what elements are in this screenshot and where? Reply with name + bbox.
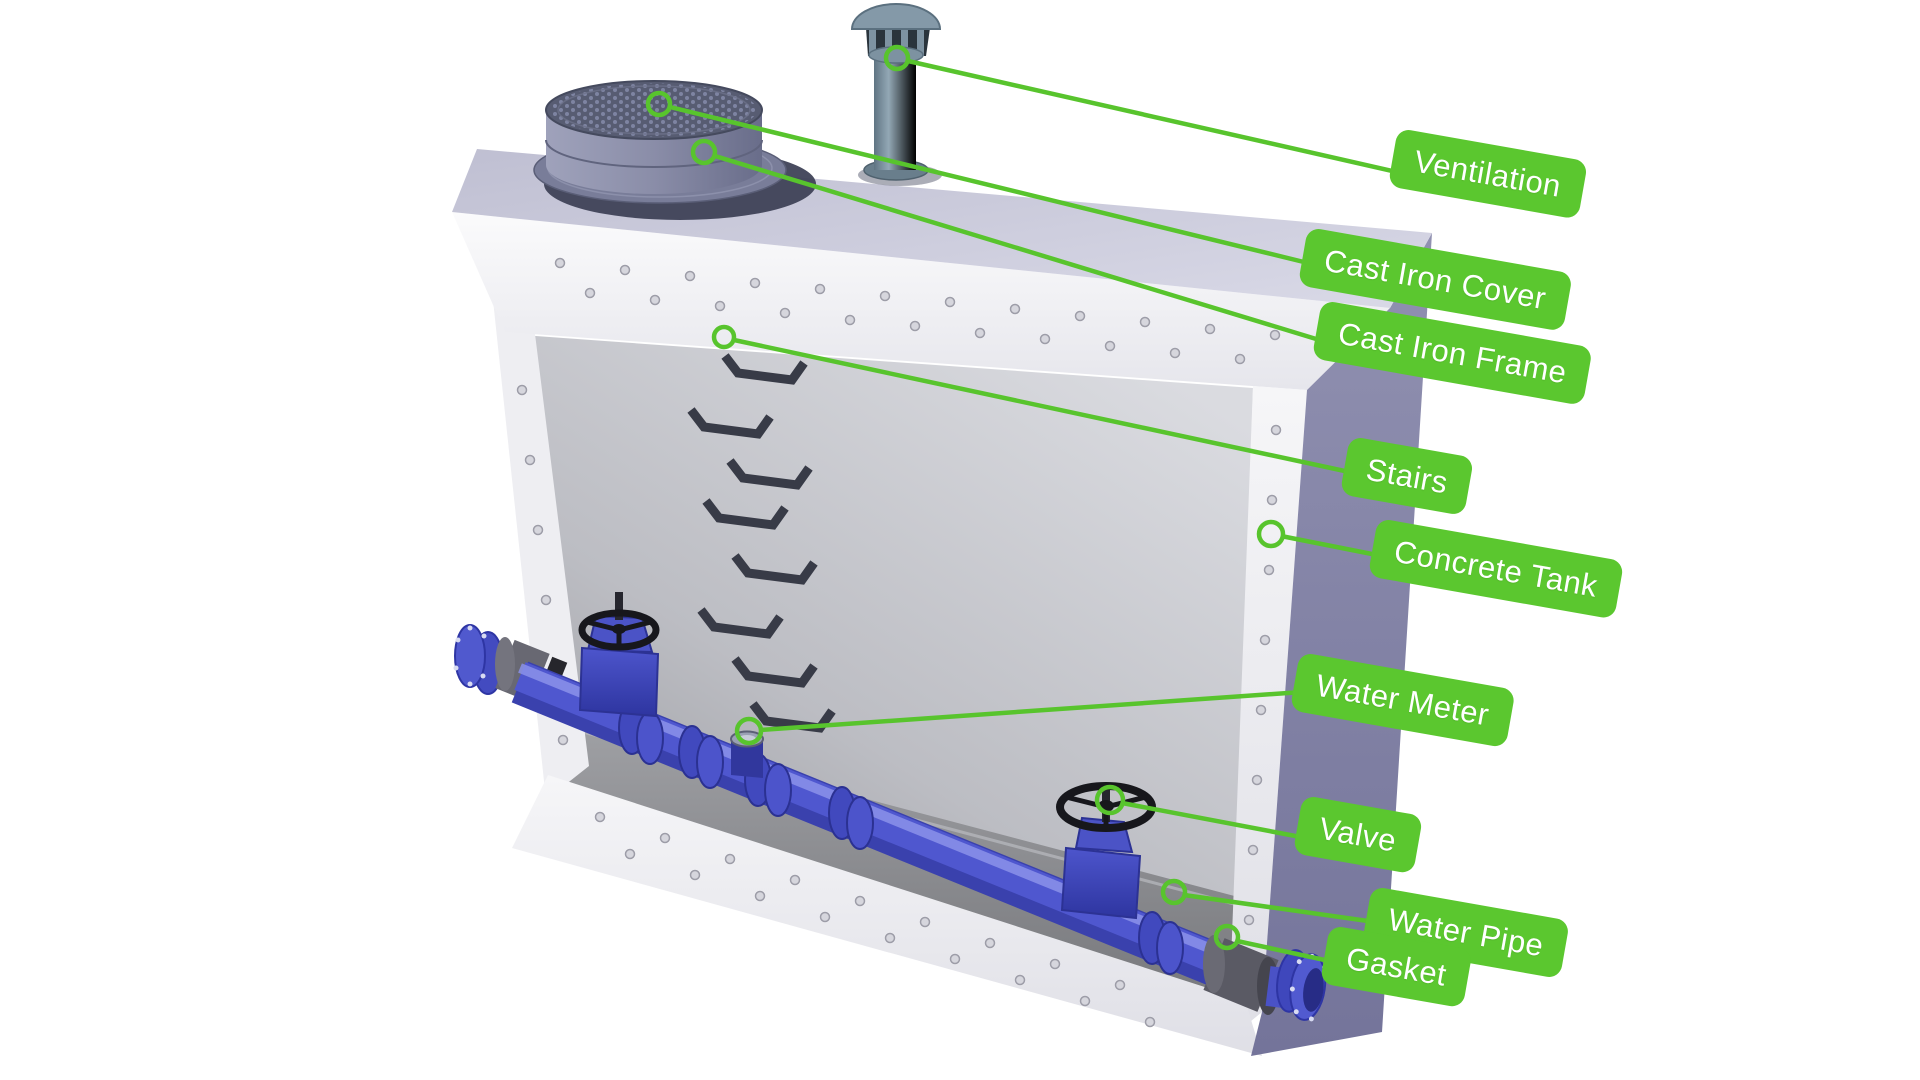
- gate-valve-left: [578, 592, 660, 718]
- leader-line-water-meter: [759, 689, 1303, 733]
- valve-marker-icon: [1094, 784, 1126, 816]
- leader-line-ventilation: [907, 58, 1402, 176]
- ventilation-marker-icon: [883, 44, 911, 72]
- water-pipe-assembly: [453, 592, 1309, 1020]
- ventilation-pipe: [850, 3, 942, 186]
- leader-line-cast-iron-frame: [714, 153, 1327, 345]
- concrete-tank-marker-icon: [1256, 519, 1286, 549]
- leader-line-water-pipe: [1183, 892, 1376, 925]
- leader-line-concrete-tank: [1280, 533, 1383, 559]
- stairs-marker-icon: [711, 324, 737, 350]
- cast-iron-frame-marker-icon: [690, 138, 718, 166]
- tank-right-pillar-cut-face: [1228, 386, 1307, 1040]
- gasket-marker-icon: [1213, 923, 1241, 951]
- cast-iron-cover-marker-icon: [645, 90, 673, 118]
- tank-interior-floor: [545, 718, 1242, 1012]
- gate-valve-right: [1056, 782, 1156, 920]
- leader-line-stairs: [733, 337, 1355, 476]
- leader-line-valve: [1121, 800, 1307, 841]
- cast-iron-cover: [545, 80, 763, 194]
- leader-line-gasket: [1236, 938, 1335, 965]
- concrete-tank: [452, 149, 1432, 1056]
- water-meter-marker-icon: [734, 716, 764, 746]
- tank-bottom-cut-face: [512, 775, 1262, 1056]
- pipe-couplings: [618, 701, 1184, 975]
- leader-line-cast-iron-cover: [669, 104, 1313, 267]
- water-pipe-marker-icon: [1160, 878, 1188, 906]
- pipe-right-exit: [1203, 935, 1328, 1022]
- pipe-end-flange: [1276, 949, 1328, 1022]
- tank-top-cut-face: [452, 212, 1390, 390]
- leader-lines: [645, 44, 1402, 965]
- cast-iron-cover-assembly: [533, 80, 816, 220]
- handwheel-left: [578, 609, 660, 651]
